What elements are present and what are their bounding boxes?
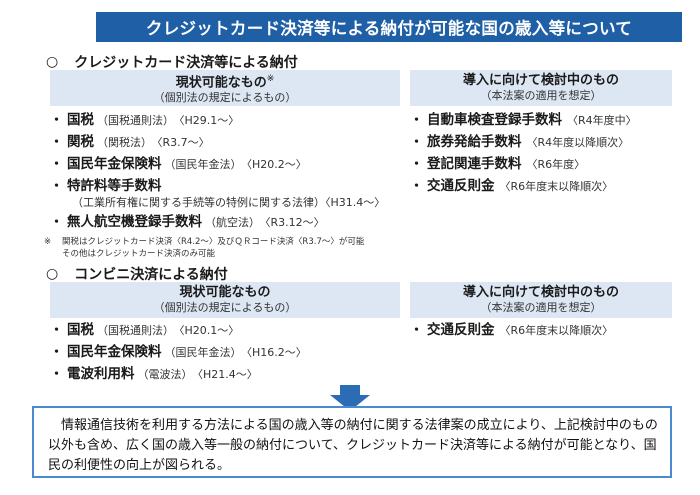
list-item: ・関税（関税法）〈R3.7～〉: [50, 134, 210, 150]
list-item: ・特許料等手数料: [50, 178, 162, 194]
footnote: ※ 関税はクレジットカード決済〈R4.2～〉及びＱＲコード決済〈R3.7～〉が可…: [44, 236, 365, 260]
page-title: クレジットカード決済等による納付が可能な国の歳入等について: [145, 19, 633, 38]
column-subtitle: （本法案の適用を想定）: [480, 89, 602, 102]
column-subtitle: （個別法の規定によるもの）: [153, 301, 297, 314]
item-name: 国税: [67, 112, 95, 128]
list-item: ・交通反則金〈R6年度末以降順次〉: [410, 322, 614, 338]
item-law: （航空法）: [205, 216, 261, 229]
item-year: 〈R6年度〉: [526, 158, 586, 171]
list-item: ・国民年金保険料（国民年金法）〈H16.2～〉: [50, 344, 307, 360]
current-column-header: 現状可能なもの※ （個別法の規定によるもの）: [50, 70, 400, 106]
item-name: 国民年金保険料: [67, 344, 162, 360]
item-year: 〈R6年度末以降順次〉: [499, 180, 614, 193]
down-arrow-icon: [330, 385, 370, 411]
item-law: （国民年金法）: [164, 158, 242, 171]
list-item: ・国税（国税通則法）〈H29.1～〉: [50, 112, 240, 128]
section-credit-card-title: ○ クレジットカード決済等による納付: [46, 52, 298, 72]
item-year: 〈H20.2～〉: [246, 158, 307, 171]
item-law: （関税法）: [97, 136, 153, 149]
list-item: ・電波利用料（電波法）〈H21.4～〉: [50, 366, 258, 382]
item-year: 〈H16.2～〉: [246, 346, 307, 359]
item-name: 無人航空機登録手数料: [67, 214, 203, 230]
section-convenience-title: ○ コンビニ決済による納付: [46, 264, 228, 284]
list-item: ・自動車検査登録手数料〈R4年度中〉: [410, 112, 637, 128]
item-law: （電波法）: [137, 368, 193, 381]
item-name: 国税: [67, 322, 95, 338]
item-law: （国税通則法）: [97, 324, 175, 337]
item-year: 〈R3.12～〉: [265, 216, 325, 229]
item-name: 交通反則金: [427, 322, 495, 338]
item-name: 電波利用料: [67, 366, 135, 382]
current-column-header: 現状可能なもの （個別法の規定によるもの）: [50, 282, 400, 318]
list-item: ・交通反則金〈R6年度末以降順次〉: [410, 178, 614, 194]
item-year: 〈H29.1～〉: [179, 114, 240, 127]
section-title-text: クレジットカード決済等による納付: [74, 55, 298, 71]
page-title-banner: クレジットカード決済等による納付が可能な国の歳入等について: [96, 12, 682, 42]
item-name: 交通反則金: [427, 178, 495, 194]
summary-box: 情報通信技術を利用する方法による国の歳入等の納付に関する法律案の成立により、上記…: [32, 406, 672, 478]
column-subtitle: （本法案の適用を想定）: [480, 301, 602, 314]
section-title-text: コンビニ決済による納付: [74, 267, 228, 283]
list-item: ・国税（国税通則法）〈H20.1～〉: [50, 322, 240, 338]
item-year: 〈H20.1～〉: [179, 324, 240, 337]
column-title: 導入に向けて検討中のもの: [462, 73, 619, 88]
planned-column-header: 導入に向けて検討中のもの （本法案の適用を想定）: [410, 282, 672, 318]
note-mark: ※: [266, 73, 275, 84]
item-law-year: （工業所有権に関する手続等の特例に関する法律）〈H31.4～〉: [72, 196, 386, 209]
section-marker: ○: [46, 54, 59, 70]
footnote-line: 関税はクレジットカード決済〈R4.2～〉及びＱＲコード決済〈R3.7～〉が可能: [62, 237, 365, 247]
column-subtitle: （個別法の規定によるもの）: [153, 91, 297, 105]
list-item: ・国民年金保険料（国民年金法）〈H20.2～〉: [50, 156, 307, 172]
list-item: ・無人航空機登録手数料（航空法）〈R3.12～〉: [50, 214, 325, 230]
footnote-mark: ※: [44, 237, 52, 247]
section-marker: ○: [46, 266, 59, 282]
item-year: 〈R3.7～〉: [157, 136, 210, 149]
item-law: （国民年金法）: [164, 346, 242, 359]
item-year: 〈R4年度中〉: [567, 114, 637, 127]
planned-column-header: 導入に向けて検討中のもの （本法案の適用を想定）: [410, 70, 672, 106]
footnote-line: その他はクレジットカード決済のみ可能: [62, 249, 216, 259]
column-title: 現状可能なもの: [179, 285, 271, 300]
item-law: （国税通則法）: [97, 114, 175, 127]
list-item: ・登記関連手数料〈R6年度〉: [410, 156, 586, 172]
list-item: ・旅券発給手数料〈R4年度以降順次〉: [410, 134, 630, 150]
item-year: 〈H21.4～〉: [197, 368, 258, 381]
item-name: 関税: [67, 134, 95, 150]
item-year: 〈R6年度末以降順次〉: [499, 324, 614, 337]
summary-text: 情報通信技術を利用する方法による国の歳入等の納付に関する法律案の成立により、上記…: [48, 418, 658, 473]
item-name: 国民年金保険料: [67, 156, 162, 172]
column-title: 現状可能なもの: [175, 75, 267, 91]
column-title: 導入に向けて検討中のもの: [462, 285, 619, 300]
item-name: 登記関連手数料: [427, 156, 522, 172]
item-name: 旅券発給手数料: [427, 134, 522, 150]
item-name: 自動車検査登録手数料: [427, 112, 563, 128]
item-year: 〈R4年度以降順次〉: [526, 136, 630, 149]
item-name: 特許料等手数料: [67, 178, 162, 194]
